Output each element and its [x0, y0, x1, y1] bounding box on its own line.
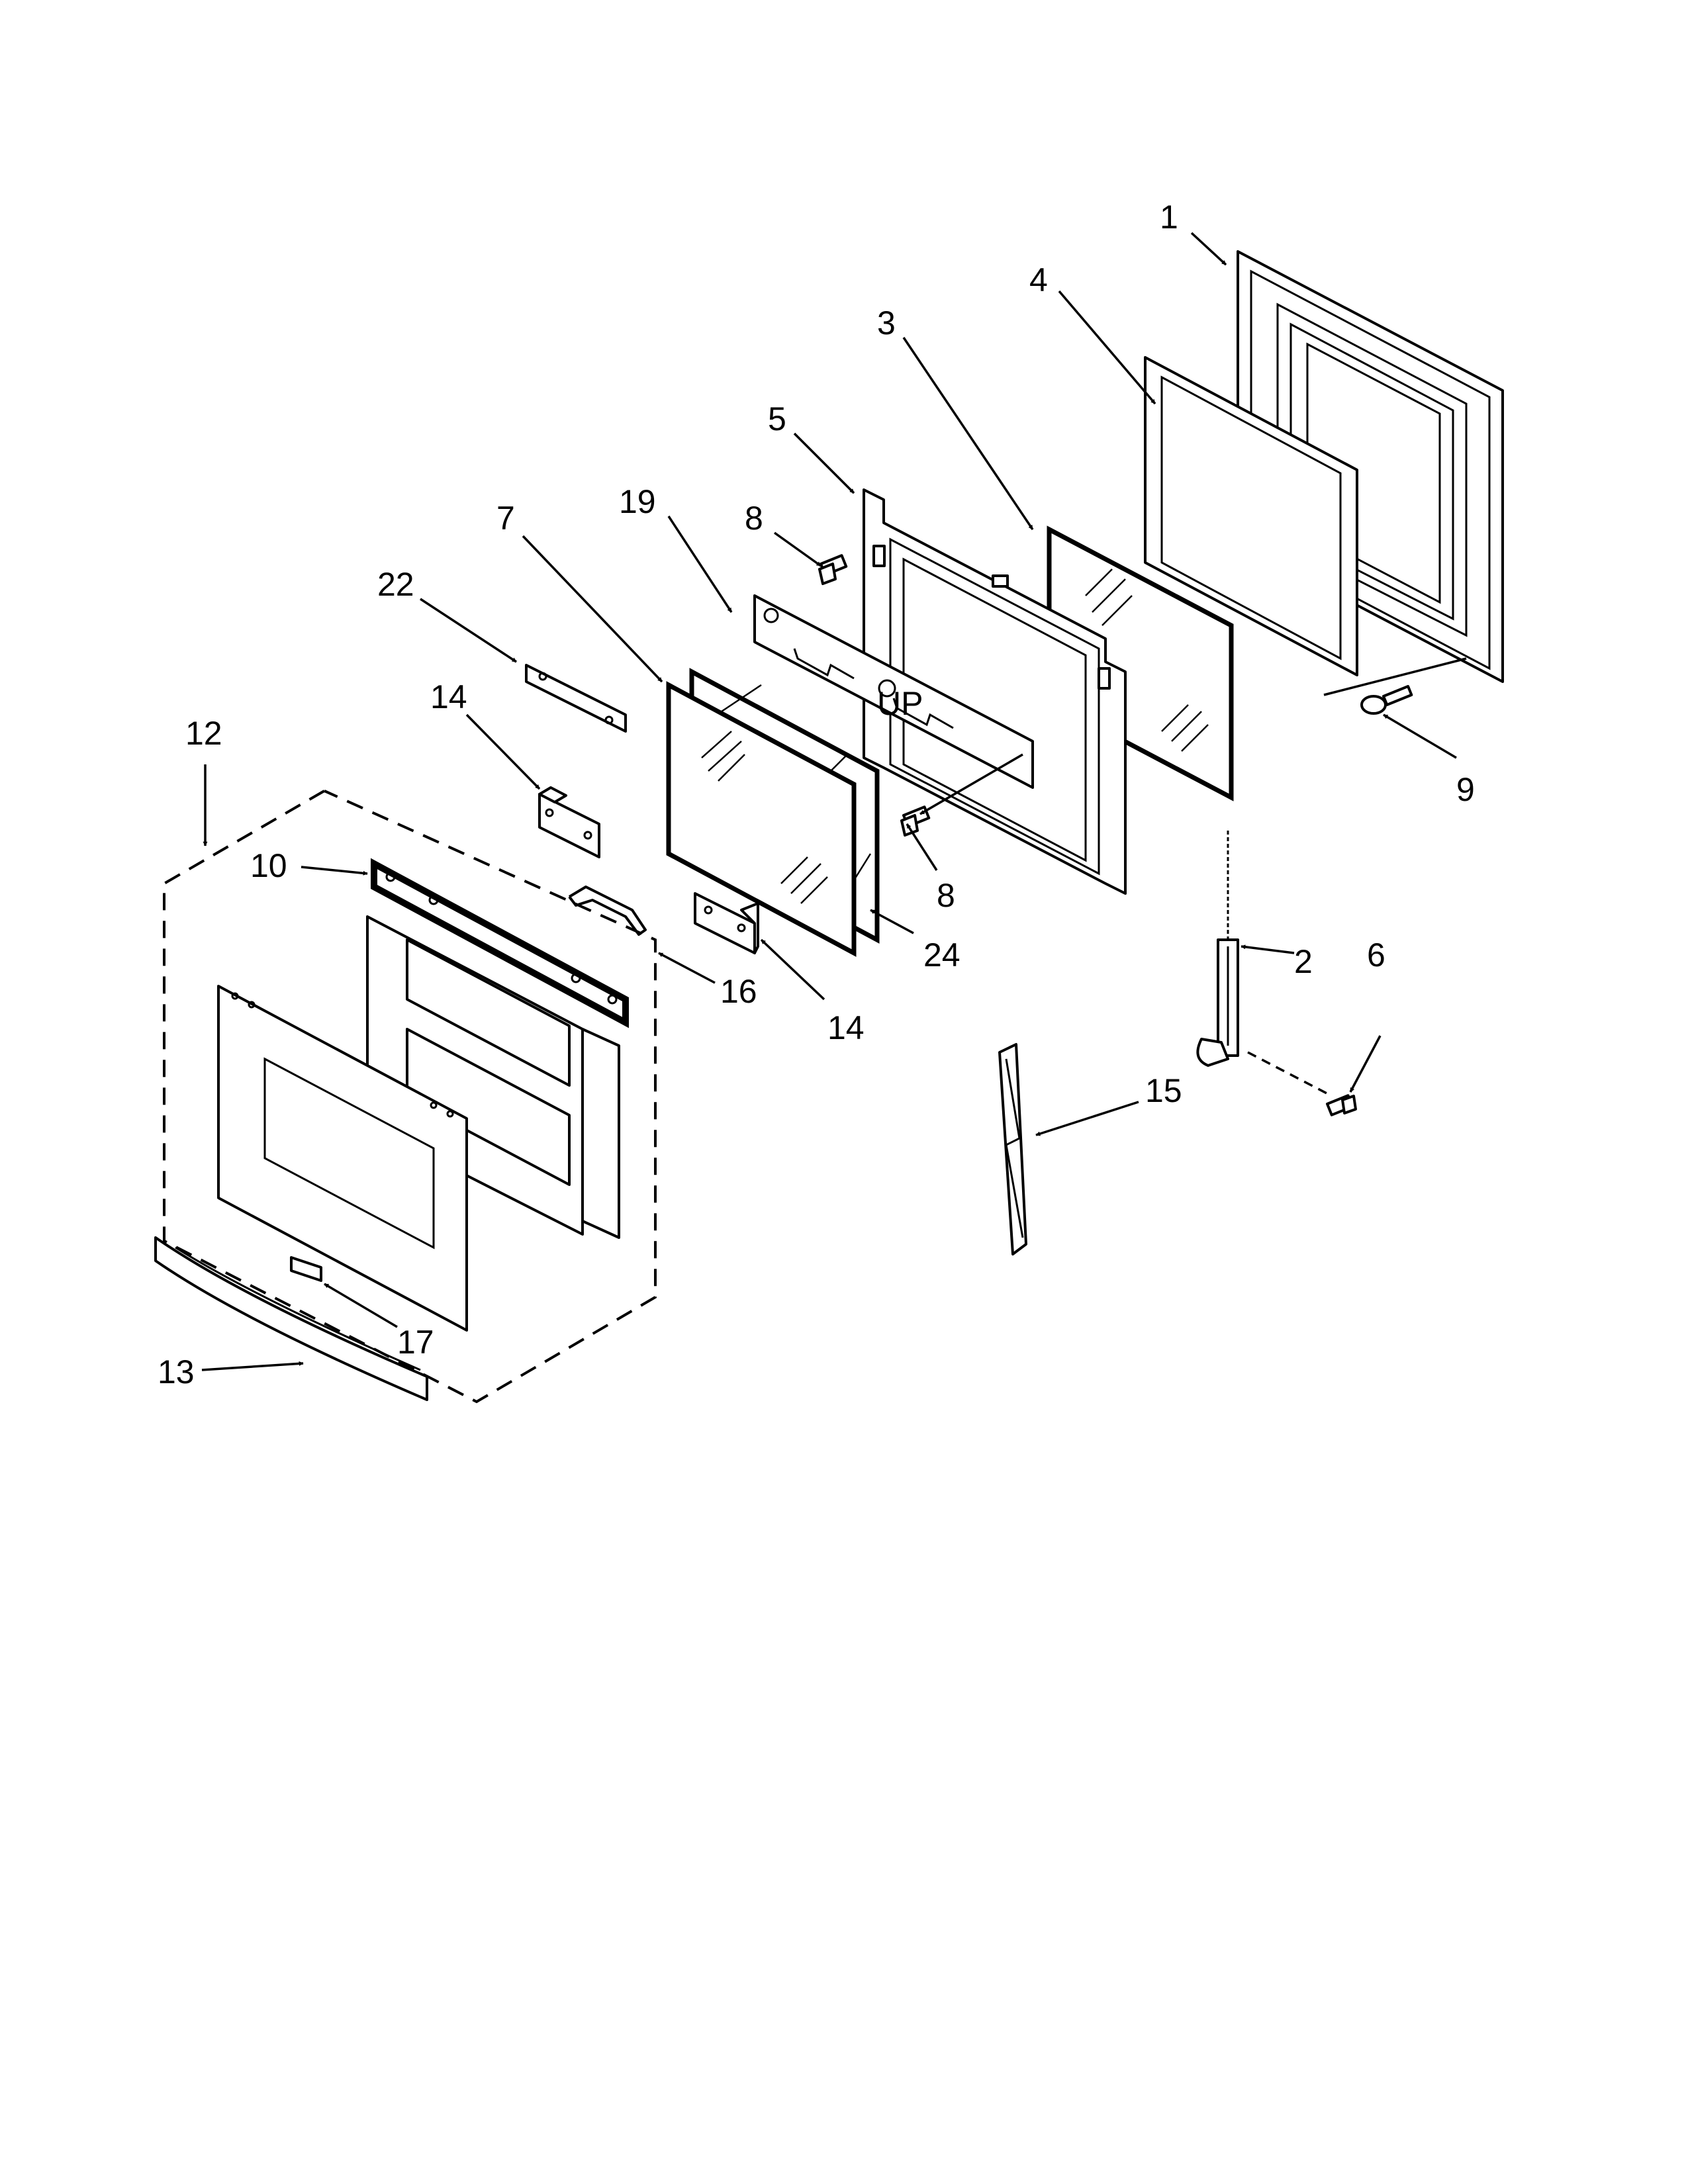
callout-13: 13	[158, 1353, 195, 1390]
part-10-top-trim	[371, 858, 629, 1028]
callout-labels: 1 4 3 5 8 19 7 22 14 12 10 16 14 8 24 2 …	[158, 199, 1475, 1390]
callout-7: 7	[496, 500, 515, 537]
part-16-bracket	[568, 886, 647, 936]
part-7-inner-glass	[666, 681, 857, 957]
callout-16: 16	[720, 973, 757, 1010]
callout-6: 6	[1367, 936, 1385, 974]
callout-5: 5	[768, 400, 786, 437]
callout-4: 4	[1029, 261, 1048, 298]
callout-14-upper: 14	[430, 678, 467, 715]
part-13-handle	[154, 1236, 428, 1401]
part-4-frame-trim	[1144, 356, 1358, 676]
part-19-vent-plate: UP	[753, 594, 1034, 789]
callout-14-lower: 14	[827, 1009, 865, 1046]
part-2-hinge	[1196, 831, 1239, 1067]
part-6-screw	[1326, 1094, 1357, 1116]
callout-1: 1	[1160, 199, 1178, 236]
callout-19: 19	[619, 483, 656, 520]
callout-8-lower: 8	[937, 877, 955, 914]
door-outer-glass	[217, 985, 468, 1332]
part-15-hinge-receiver	[998, 1043, 1027, 1255]
callout-8-upper: 8	[745, 500, 763, 537]
part-8-screw-upper	[818, 554, 848, 585]
part-14-bracket-upper	[538, 786, 600, 858]
callout-2: 2	[1294, 943, 1313, 980]
part-14-bracket-lower	[694, 892, 759, 954]
part-17-badge	[290, 1256, 322, 1282]
callout-9: 9	[1456, 771, 1475, 808]
callout-3: 3	[877, 304, 896, 341]
liner-up-marking: UP	[877, 685, 923, 722]
callout-10: 10	[250, 847, 287, 884]
door-outer-panel-rear	[366, 915, 620, 1239]
callout-12: 12	[185, 715, 222, 752]
part-9-screw	[1360, 685, 1413, 715]
callout-17: 17	[397, 1324, 434, 1361]
callout-24: 24	[923, 936, 961, 974]
part-12-door-assembly-outline	[163, 790, 657, 1404]
callout-15: 15	[1145, 1072, 1182, 1109]
leader-lines	[201, 232, 1467, 1371]
callout-22: 22	[377, 566, 414, 603]
part-22-bracket	[525, 664, 627, 733]
